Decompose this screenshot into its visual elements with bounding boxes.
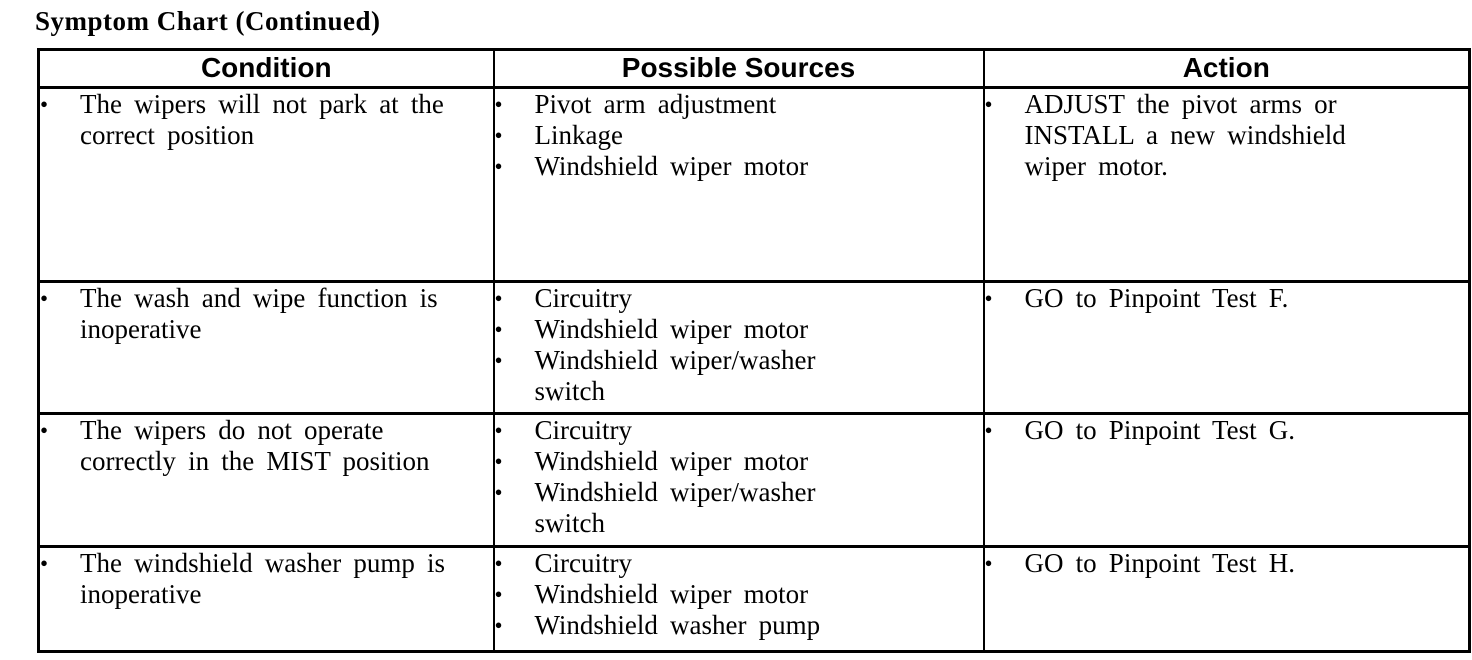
list-item: • GO to Pinpoint Test G.	[985, 415, 1469, 446]
source-item-text: Windshield wiper motor	[534, 151, 809, 181]
bullet-icon: •	[40, 286, 49, 311]
condition-cell: • The wipers do not operate correctly in…	[37, 412, 495, 548]
list-item: • Windshield wiper/washer switch	[495, 345, 983, 407]
bullet-icon: •	[494, 613, 503, 638]
action-text: GO to Pinpoint Test G.	[1024, 415, 1295, 445]
list-item: • Circuitry	[495, 548, 983, 579]
action-text: GO to Pinpoint Test F.	[1024, 283, 1289, 313]
list-item: • The wash and wipe function is inoperat…	[40, 283, 493, 345]
source-item-text: Windshield wiper/washer switch	[534, 477, 816, 538]
source-item-text: Pivot arm adjustment	[534, 89, 777, 119]
header-row: Condition Possible Sources Action	[37, 48, 1471, 89]
source-item-text: Windshield wiper motor	[534, 579, 809, 609]
bullet-icon: •	[494, 480, 503, 505]
list-item: • Windshield washer pump	[495, 610, 983, 641]
list-item: • Windshield wiper/washer switch	[495, 477, 983, 539]
bullet-icon: •	[40, 92, 49, 117]
table-row: • The wipers will not park at the correc…	[37, 86, 1471, 283]
list-item: • The wipers will not park at the correc…	[40, 89, 493, 151]
bullet-icon: •	[40, 551, 49, 576]
condition-text: The wipers will not park at the correct …	[80, 89, 444, 150]
list-item: • The wipers do not operate correctly in…	[40, 415, 493, 477]
list-item: • GO to Pinpoint Test H.	[985, 548, 1469, 579]
bullet-icon: •	[40, 418, 49, 443]
column-header-possible-sources: Possible Sources	[492, 48, 985, 89]
sources-cell: • Circuitry • Windshield wiper motor • W…	[492, 412, 985, 548]
list-item: • Linkage	[495, 120, 983, 151]
condition-text: The wipers do not operate correctly in t…	[80, 415, 430, 476]
table-row: • The wipers do not operate correctly in…	[37, 412, 1471, 548]
source-item-text: Windshield wiper/washer switch	[534, 345, 816, 406]
sources-cell: • Pivot arm adjustment • Linkage • Winds…	[492, 86, 985, 283]
bullet-icon: •	[494, 92, 503, 117]
action-cell: • GO to Pinpoint Test F.	[982, 280, 1471, 415]
condition-cell: • The wash and wipe function is inoperat…	[37, 280, 495, 415]
column-header-condition: Condition	[37, 48, 495, 89]
bullet-icon: •	[494, 123, 503, 148]
list-item: • Windshield wiper motor	[495, 314, 983, 345]
condition-text: The windshield washer pump is inoperativ…	[80, 548, 446, 609]
bullet-icon: •	[494, 582, 503, 607]
symptom-chart-table: Condition Possible Sources Action • The …	[37, 48, 1471, 653]
list-item: • ADJUST the pivot arms or INSTALL a new…	[985, 89, 1469, 182]
bullet-icon: •	[494, 317, 503, 342]
source-item-text: Circuitry	[534, 548, 632, 578]
bullet-icon: •	[494, 154, 503, 179]
bullet-icon: •	[984, 551, 993, 576]
bullet-icon: •	[984, 92, 993, 117]
bullet-icon: •	[494, 551, 503, 576]
sources-cell: • Circuitry • Windshield wiper motor • W…	[492, 280, 985, 415]
condition-cell: • The wipers will not park at the correc…	[37, 86, 495, 283]
column-header-action: Action	[982, 48, 1471, 89]
action-cell: • GO to Pinpoint Test H.	[982, 545, 1471, 653]
source-item-text: Windshield wiper motor	[534, 446, 809, 476]
page-title: Symptom Chart (Continued)	[35, 6, 381, 36]
table-row: • The wash and wipe function is inoperat…	[37, 280, 1471, 415]
list-item: • Windshield wiper motor	[495, 446, 983, 477]
list-item: • Pivot arm adjustment	[495, 89, 983, 120]
bullet-icon: •	[494, 449, 503, 474]
source-item-text: Linkage	[534, 120, 623, 150]
bullet-icon: •	[494, 418, 503, 443]
table-row: • The windshield washer pump is inoperat…	[37, 545, 1471, 653]
source-item-text: Windshield washer pump	[534, 610, 821, 640]
source-item-text: Circuitry	[534, 283, 632, 313]
bullet-icon: •	[494, 286, 503, 311]
list-item: • Windshield wiper motor	[495, 579, 983, 610]
bullet-icon: •	[984, 418, 993, 443]
bullet-icon: •	[494, 348, 503, 373]
action-text: GO to Pinpoint Test H.	[1024, 548, 1295, 578]
sources-cell: • Circuitry • Windshield wiper motor • W…	[492, 545, 985, 653]
source-item-text: Circuitry	[534, 415, 632, 445]
list-item: • Windshield wiper motor	[495, 151, 983, 182]
list-item: • Circuitry	[495, 283, 983, 314]
action-text: ADJUST the pivot arms or INSTALL a new w…	[1024, 89, 1346, 181]
list-item: • Circuitry	[495, 415, 983, 446]
action-cell: • GO to Pinpoint Test G.	[982, 412, 1471, 548]
source-item-text: Windshield wiper motor	[534, 314, 809, 344]
condition-text: The wash and wipe function is inoperativ…	[80, 283, 438, 344]
bullet-icon: •	[984, 286, 993, 311]
list-item: • The windshield washer pump is inoperat…	[40, 548, 493, 610]
condition-cell: • The windshield washer pump is inoperat…	[37, 545, 495, 653]
list-item: • GO to Pinpoint Test F.	[985, 283, 1469, 314]
action-cell: • ADJUST the pivot arms or INSTALL a new…	[982, 86, 1471, 283]
